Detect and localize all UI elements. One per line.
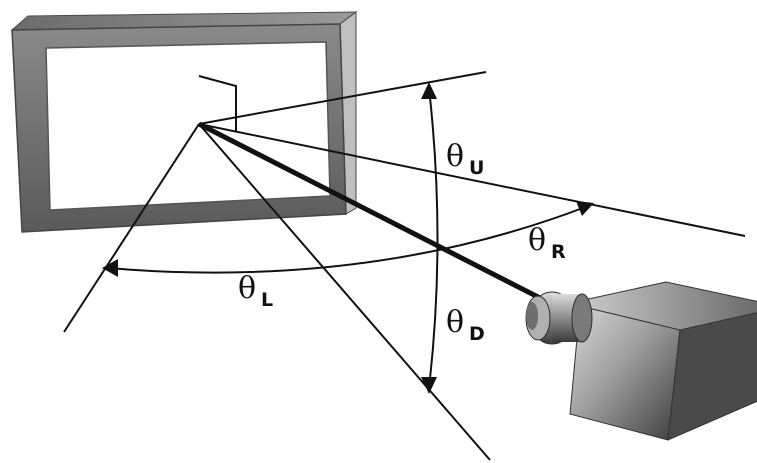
label-theta-down: θ D [446, 305, 485, 345]
left-bound-line [63, 123, 200, 333]
arrowheads [102, 82, 594, 394]
label-theta-left: θ L [238, 271, 273, 311]
theta-up-symbol: θ [446, 139, 464, 174]
theta-left-symbol: θ [238, 271, 256, 306]
label-theta-right: θ R [528, 223, 566, 263]
vertical-arc [428, 87, 439, 389]
upper-bound-line [198, 71, 487, 125]
theta-right-symbol: θ [528, 223, 546, 258]
theta-up-subscript: U [469, 157, 484, 179]
arrow-left-icon [102, 259, 118, 277]
camera-icon [525, 281, 757, 441]
arrow-right-icon [576, 201, 594, 216]
camera-axis-line [197, 121, 542, 301]
theta-right-subscript: R [551, 241, 566, 263]
arrow-down-icon [421, 377, 437, 394]
theta-down-subscript: D [469, 323, 485, 345]
horizontal-arc [107, 205, 589, 274]
viewing-cone-lines [63, 71, 746, 461]
display-frame [10, 11, 358, 233]
angle-arcs [107, 87, 589, 389]
theta-down-symbol: θ [446, 305, 464, 340]
right-bound-line [198, 123, 746, 237]
arrow-up-icon [421, 82, 437, 99]
theta-left-subscript: L [261, 289, 273, 311]
label-theta-up: θ U [446, 139, 484, 179]
lower-bound-line [198, 123, 491, 461]
